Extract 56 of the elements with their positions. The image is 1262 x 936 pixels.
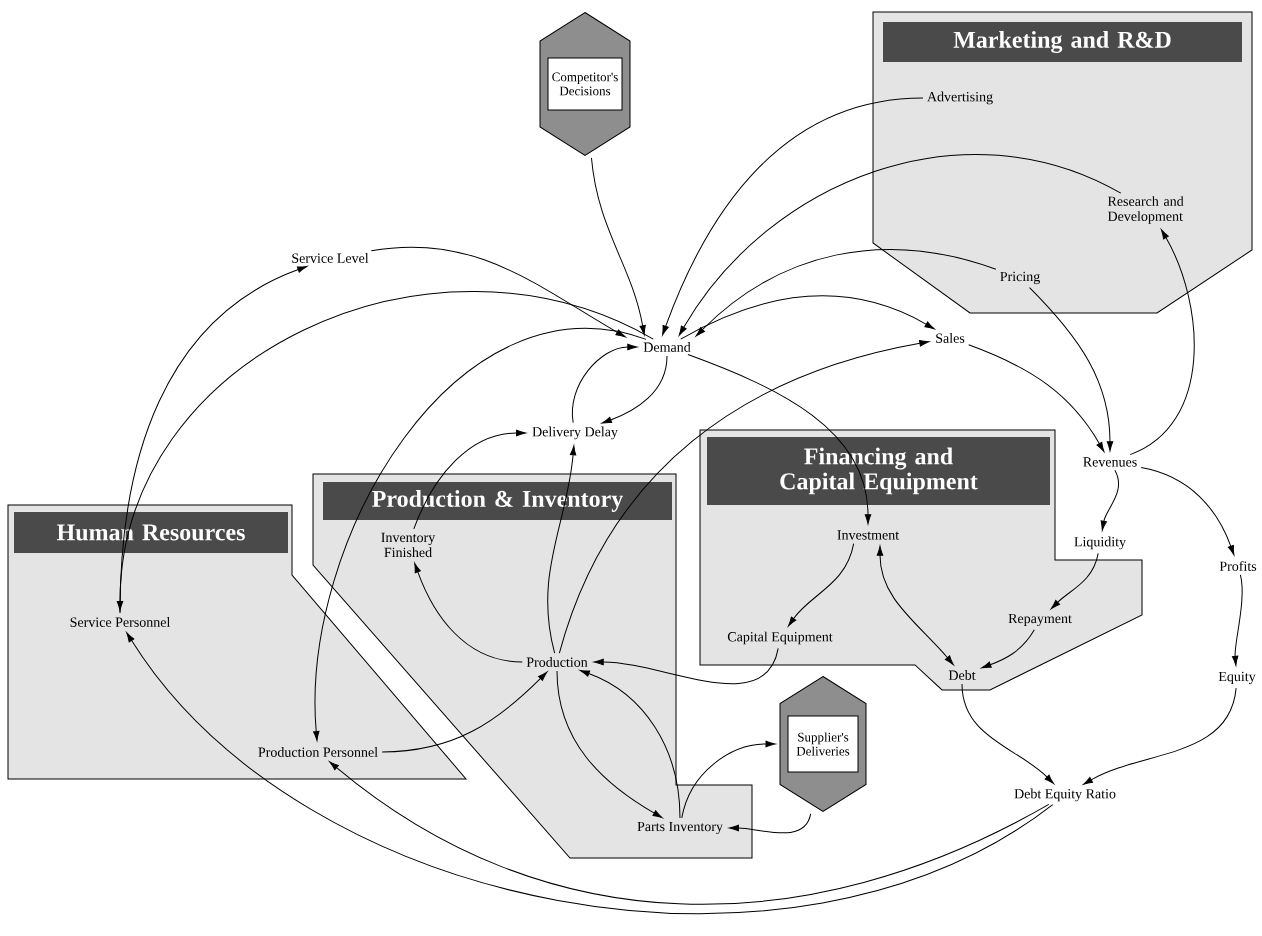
arrow [119, 266, 308, 614]
variable-label: Pricing [1000, 271, 1040, 285]
variable-label: Investment [837, 530, 900, 540]
variable-label: Liquidity [1074, 536, 1126, 550]
arrow [370, 246, 626, 338]
variable-label: Service Level [292, 253, 369, 263]
arrow [601, 355, 668, 424]
arrow [981, 629, 1035, 669]
arrow [961, 683, 1054, 784]
variable-label: Research and Development [1107, 196, 1184, 224]
arrow [729, 813, 812, 834]
arrow [558, 340, 930, 654]
arrow [556, 670, 663, 819]
arrow [1100, 469, 1120, 531]
arrow [1050, 552, 1099, 610]
variable-label: Service Personnel [70, 617, 171, 627]
arrow [590, 157, 646, 335]
arrow [681, 740, 776, 819]
variable-label: Production [526, 657, 588, 667]
hexagon: Competitor's Decisions [539, 12, 631, 156]
variable-label: Advertising [927, 91, 993, 105]
arrow [968, 344, 1105, 452]
variable-label: Debt Equity Ratio [1014, 788, 1116, 802]
arrow [547, 445, 577, 654]
arrow [414, 563, 523, 663]
variable-label: Sales [936, 333, 965, 343]
variable-label: Equity [1218, 671, 1256, 685]
arrow [876, 545, 954, 665]
arrow [788, 543, 855, 627]
arrow [126, 632, 1054, 914]
arrow [1129, 229, 1195, 456]
arrow [329, 761, 1050, 905]
hexagon: Supplier's Deliveries [779, 676, 867, 812]
arrow [1029, 287, 1114, 452]
arrow [695, 249, 997, 337]
arrow [1083, 687, 1237, 785]
arrow [313, 328, 647, 741]
variable-label: Inventory Finished [381, 532, 436, 558]
arrow [687, 354, 872, 525]
arrow [571, 343, 638, 424]
arrow [678, 154, 1122, 336]
arrow [1231, 574, 1243, 666]
variable-label: Repayment [1008, 613, 1072, 627]
variable-label: Demand [643, 342, 691, 352]
variable-label: Delivery Delay [532, 426, 618, 440]
variable-label: Parts Inventory [637, 821, 723, 835]
variable-label: Profits [1219, 561, 1257, 571]
arrow [1140, 467, 1235, 556]
arrow [579, 670, 681, 819]
arrow [680, 295, 935, 340]
variable-label: Debt [948, 670, 976, 680]
arrow [381, 671, 548, 753]
arrow [662, 97, 924, 336]
arrow [593, 647, 779, 685]
variable-label: Revenues [1083, 457, 1137, 467]
arrow [116, 290, 654, 611]
